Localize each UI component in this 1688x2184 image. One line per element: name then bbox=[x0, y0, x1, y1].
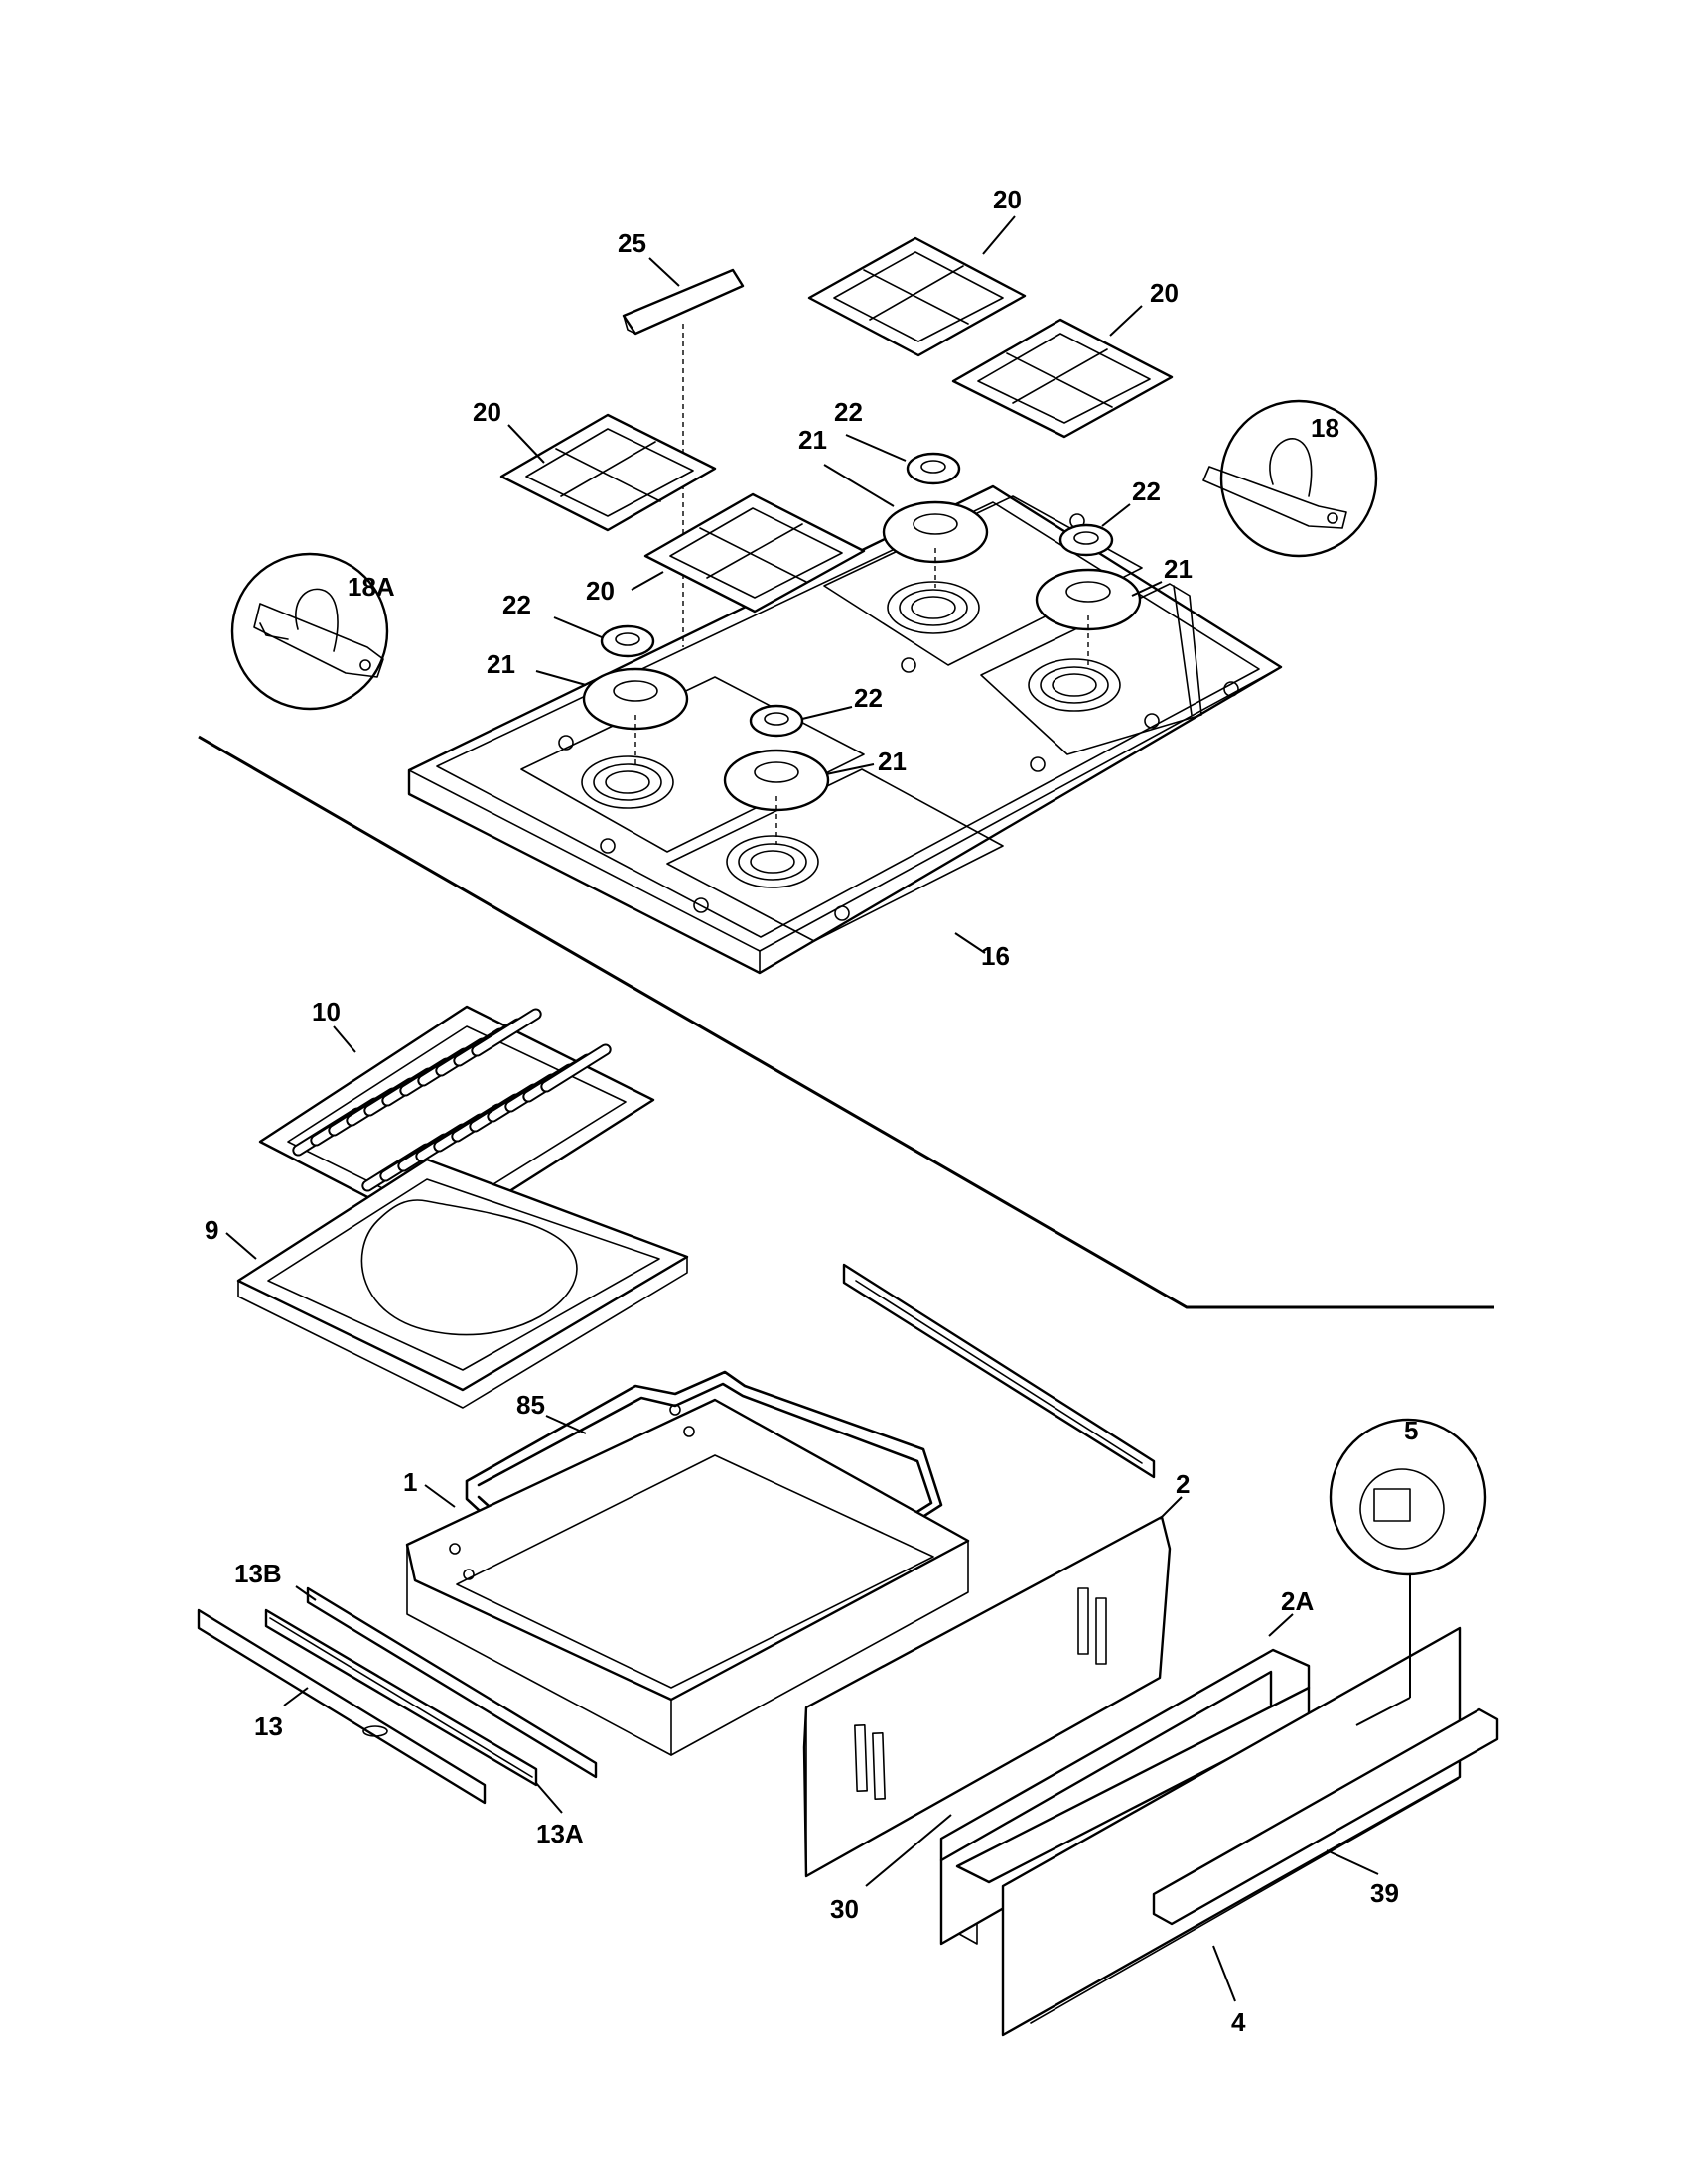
part-4-drawer-front[interactable] bbox=[1001, 1626, 1462, 2037]
label-21-rear: 21 bbox=[798, 425, 827, 455]
part-1-drawer-body[interactable] bbox=[405, 1398, 970, 1756]
part-20-grate-right-rear[interactable] bbox=[807, 236, 1027, 357]
broiler-grid-slots bbox=[292, 1008, 612, 1192]
part-39-handle[interactable] bbox=[1152, 1707, 1499, 1926]
label-1: 1 bbox=[403, 1467, 417, 1497]
label-20-left-rear: 20 bbox=[473, 397, 501, 427]
label-20-left-front: 20 bbox=[586, 576, 615, 606]
label-20-right-front: 20 bbox=[1150, 278, 1179, 308]
part-20-grate-left-rear[interactable] bbox=[499, 413, 717, 532]
label-22-front: 22 bbox=[854, 683, 883, 713]
part-22-burner-cap-front[interactable] bbox=[749, 704, 804, 738]
part-13-drawer-slide[interactable] bbox=[197, 1608, 487, 1805]
label-2a: 2A bbox=[1281, 1586, 1314, 1616]
label-10: 10 bbox=[312, 997, 341, 1026]
label-21-front: 21 bbox=[878, 747, 907, 776]
callout-leaders bbox=[225, 215, 1379, 2002]
label-20-right-rear: 20 bbox=[993, 185, 1022, 214]
label-13: 13 bbox=[254, 1711, 283, 1741]
label-5: 5 bbox=[1404, 1416, 1418, 1445]
label-85: 85 bbox=[516, 1390, 545, 1420]
label-39: 39 bbox=[1370, 1878, 1399, 1908]
label-2: 2 bbox=[1176, 1469, 1190, 1499]
part-22-burner-cap-left[interactable] bbox=[600, 624, 655, 658]
part-13a-drawer-slide[interactable] bbox=[264, 1608, 538, 1787]
label-16: 16 bbox=[981, 941, 1010, 971]
label-21-left: 21 bbox=[487, 649, 515, 679]
label-22-right: 22 bbox=[1132, 477, 1161, 506]
broiler-slot bbox=[540, 1043, 612, 1093]
label-13a: 13A bbox=[536, 1819, 584, 1848]
rear-rail[interactable] bbox=[842, 1263, 1156, 1479]
part-22-burner-cap-right[interactable] bbox=[1058, 523, 1114, 557]
label-22-left: 22 bbox=[502, 590, 531, 619]
section-divider bbox=[198, 735, 1494, 1309]
label-4: 4 bbox=[1231, 2007, 1246, 2037]
label-13b: 13B bbox=[234, 1559, 282, 1588]
broiler-slot bbox=[471, 1008, 542, 1057]
detail-circle-18a bbox=[230, 552, 389, 711]
part-25-trim-piece[interactable] bbox=[622, 268, 745, 336]
label-25: 25 bbox=[618, 228, 646, 258]
part-20-grate-left-front[interactable] bbox=[643, 492, 866, 614]
part-22-burner-cap-rear[interactable] bbox=[906, 452, 961, 485]
callout-labels: 25 20 20 20 20 18 18A 22 21 22 21 22 21 … bbox=[205, 185, 1418, 2037]
label-30: 30 bbox=[830, 1894, 859, 1924]
part-9-broiler-pan[interactable] bbox=[236, 1158, 689, 1409]
label-9: 9 bbox=[205, 1215, 218, 1245]
detail-circle-18 bbox=[1202, 399, 1378, 558]
label-18: 18 bbox=[1311, 413, 1339, 443]
part-13b-drawer-rail[interactable] bbox=[306, 1586, 598, 1779]
part-21-burner-head-right[interactable] bbox=[1035, 568, 1142, 631]
detail-circle-5 bbox=[1329, 1418, 1487, 1726]
label-18a: 18A bbox=[348, 572, 395, 602]
part-20-grate-right-front[interactable] bbox=[951, 318, 1174, 439]
label-22-rear: 22 bbox=[834, 397, 863, 427]
part-21-burner-head-front[interactable] bbox=[723, 749, 830, 812]
label-21-right: 21 bbox=[1164, 554, 1193, 584]
